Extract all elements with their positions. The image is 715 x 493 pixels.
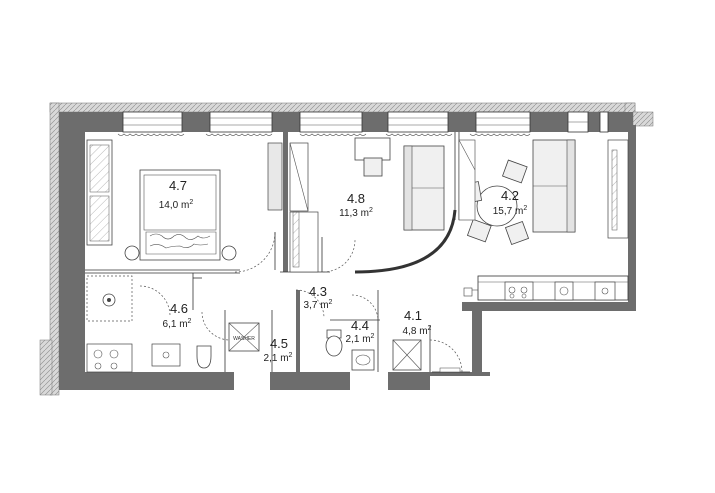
room-area: 3,7 m2 (304, 299, 333, 311)
room-number: 4.7 (169, 178, 187, 193)
room-label-4-8: 4.8 11,3 m2 (339, 191, 373, 219)
window (122, 111, 183, 133)
room-number: 4.5 (270, 336, 288, 351)
outer-walls (59, 112, 636, 390)
room-4-5-furniture: WASHER (201, 311, 260, 352)
room-label-4-6: 4.6 6,1 m2 (163, 301, 192, 330)
room-area: 15,7 m2 (493, 205, 528, 217)
room-area: 2,1 m2 (346, 333, 375, 345)
room-label-4-1: 4.1 4,8 m2 (403, 308, 432, 337)
room-label-4-2: 4.2 15,7 m2 (493, 188, 528, 217)
curtains (117, 133, 531, 136)
dining-table (476, 185, 518, 227)
window (387, 111, 449, 133)
window (475, 111, 531, 133)
room-4-8-furniture (267, 137, 457, 274)
room-label-4-4: 4.4 2,1 m2 (346, 318, 375, 345)
room-number: 4.4 (351, 318, 369, 333)
room-4-2-furniture (458, 139, 629, 246)
toilet (325, 335, 343, 357)
window (567, 111, 589, 133)
room-area: 4,8 m2 (403, 325, 432, 337)
room-area: 11,3 m2 (339, 207, 373, 219)
desk (354, 137, 391, 161)
room-label-4-5: 4.5 2,1 m2 (264, 336, 293, 364)
sink (351, 349, 375, 371)
room-area: 2,1 m2 (264, 352, 293, 364)
washer-label: WASHER (233, 336, 255, 342)
chair (363, 157, 383, 177)
window (599, 111, 609, 133)
room-area: 6,1 m2 (163, 318, 192, 330)
room-4-3-4-4-furniture (295, 289, 470, 373)
room-4-6-furniture (86, 275, 212, 373)
room-label-4-3: 4.3 3,7 m2 (304, 284, 333, 311)
room-number: 4.3 (309, 284, 327, 299)
windows (122, 111, 609, 133)
room-area: 14,0 m2 (159, 199, 194, 211)
window (299, 111, 363, 133)
room-number: 4.6 (170, 301, 188, 316)
room-number: 4.2 (501, 188, 519, 203)
bedroom-furniture (86, 139, 276, 273)
kitchen-counter (463, 275, 629, 301)
room-label-4-7: 4.7 14,0 m2 (159, 178, 194, 211)
room-number: 4.8 (347, 191, 365, 206)
room-number: 4.1 (404, 308, 422, 323)
window (209, 111, 273, 133)
